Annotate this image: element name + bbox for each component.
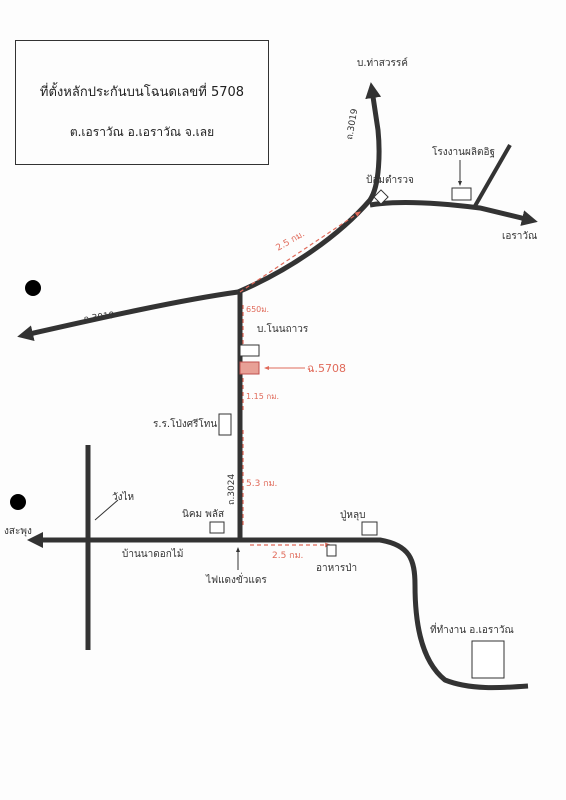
wang-sai-pointer (94, 499, 119, 521)
label-dist-25-lower: 2.5 กม. (272, 551, 303, 561)
label-dist-115: 1.15 กม. (246, 392, 279, 401)
label-deed-5708: ฉ.5708 (307, 362, 346, 375)
label-dist-53: 5.3 กม. (246, 479, 277, 489)
label-ban-na-dok-mai: บ้านนาดอกไม้ (122, 548, 183, 560)
label-dist-650: 650ม. (246, 305, 269, 314)
label-district-office: ที่ทำงาน อ.เอราวัณ (430, 622, 514, 636)
road-factory-spur (473, 144, 512, 207)
police-box-building (373, 189, 389, 205)
distance-line-upper (239, 211, 361, 293)
road-3019-west (17, 289, 239, 342)
label-ban-non-thawon: บ.โนนถาวร (257, 322, 309, 335)
label-erawan: เอราวัณ (502, 231, 537, 242)
label-road-3019-west: ถ.3019 (83, 311, 116, 325)
label-factory: โรงงานผลิตอิฐ (432, 145, 495, 158)
label-road-3019-north: ถ.3019 (345, 108, 360, 141)
label-road-3024: ถ.3024 (227, 474, 237, 505)
title-box: ที่ตั้งหลักประกันบนโฉนดเลขที่ 5708 ต.เอร… (15, 40, 269, 165)
punch-hole-bottom (10, 494, 26, 510)
map-subtitle: ต.เอราวัณ อ.เอราวัณ จ.เลย (69, 125, 215, 139)
nikhom-building (209, 521, 225, 534)
ban-non-thawon-building (239, 344, 260, 357)
label-pu-horup: ปู่หลุบ (340, 510, 365, 521)
school-building (218, 413, 232, 436)
pu-horup-building (361, 521, 378, 536)
factory-building (451, 187, 472, 201)
district-office-building (471, 640, 505, 679)
label-police-box: ป้อมตำรวจ (366, 174, 414, 186)
label-school: ร.ร.โป่งศรีโทน (153, 417, 217, 430)
label-dist-25-upper: 2.5 กม. (275, 229, 307, 253)
label-nikhom: นิคม พลัส (182, 509, 224, 520)
label-wang-sai: วังไห (112, 491, 134, 503)
label-food: อาหารป่า (316, 563, 357, 574)
map-title: ที่ตั้งหลักประกันบนโฉนดเลขที่ 5708 (39, 85, 245, 100)
road-3019-curve (237, 82, 382, 295)
label-ban-tha-sawan: บ.ท่าสวรรค์ (357, 57, 408, 69)
label-traffic-light: ไฟแดงขั่วแดร (205, 572, 267, 586)
punch-hole-top (25, 280, 41, 296)
deed-5708-plot (239, 361, 260, 375)
label-sa-phung: งสะพุง (4, 526, 32, 537)
road-lower-main (240, 537, 529, 691)
food-building (326, 544, 337, 557)
road-to-erawan (369, 199, 538, 226)
